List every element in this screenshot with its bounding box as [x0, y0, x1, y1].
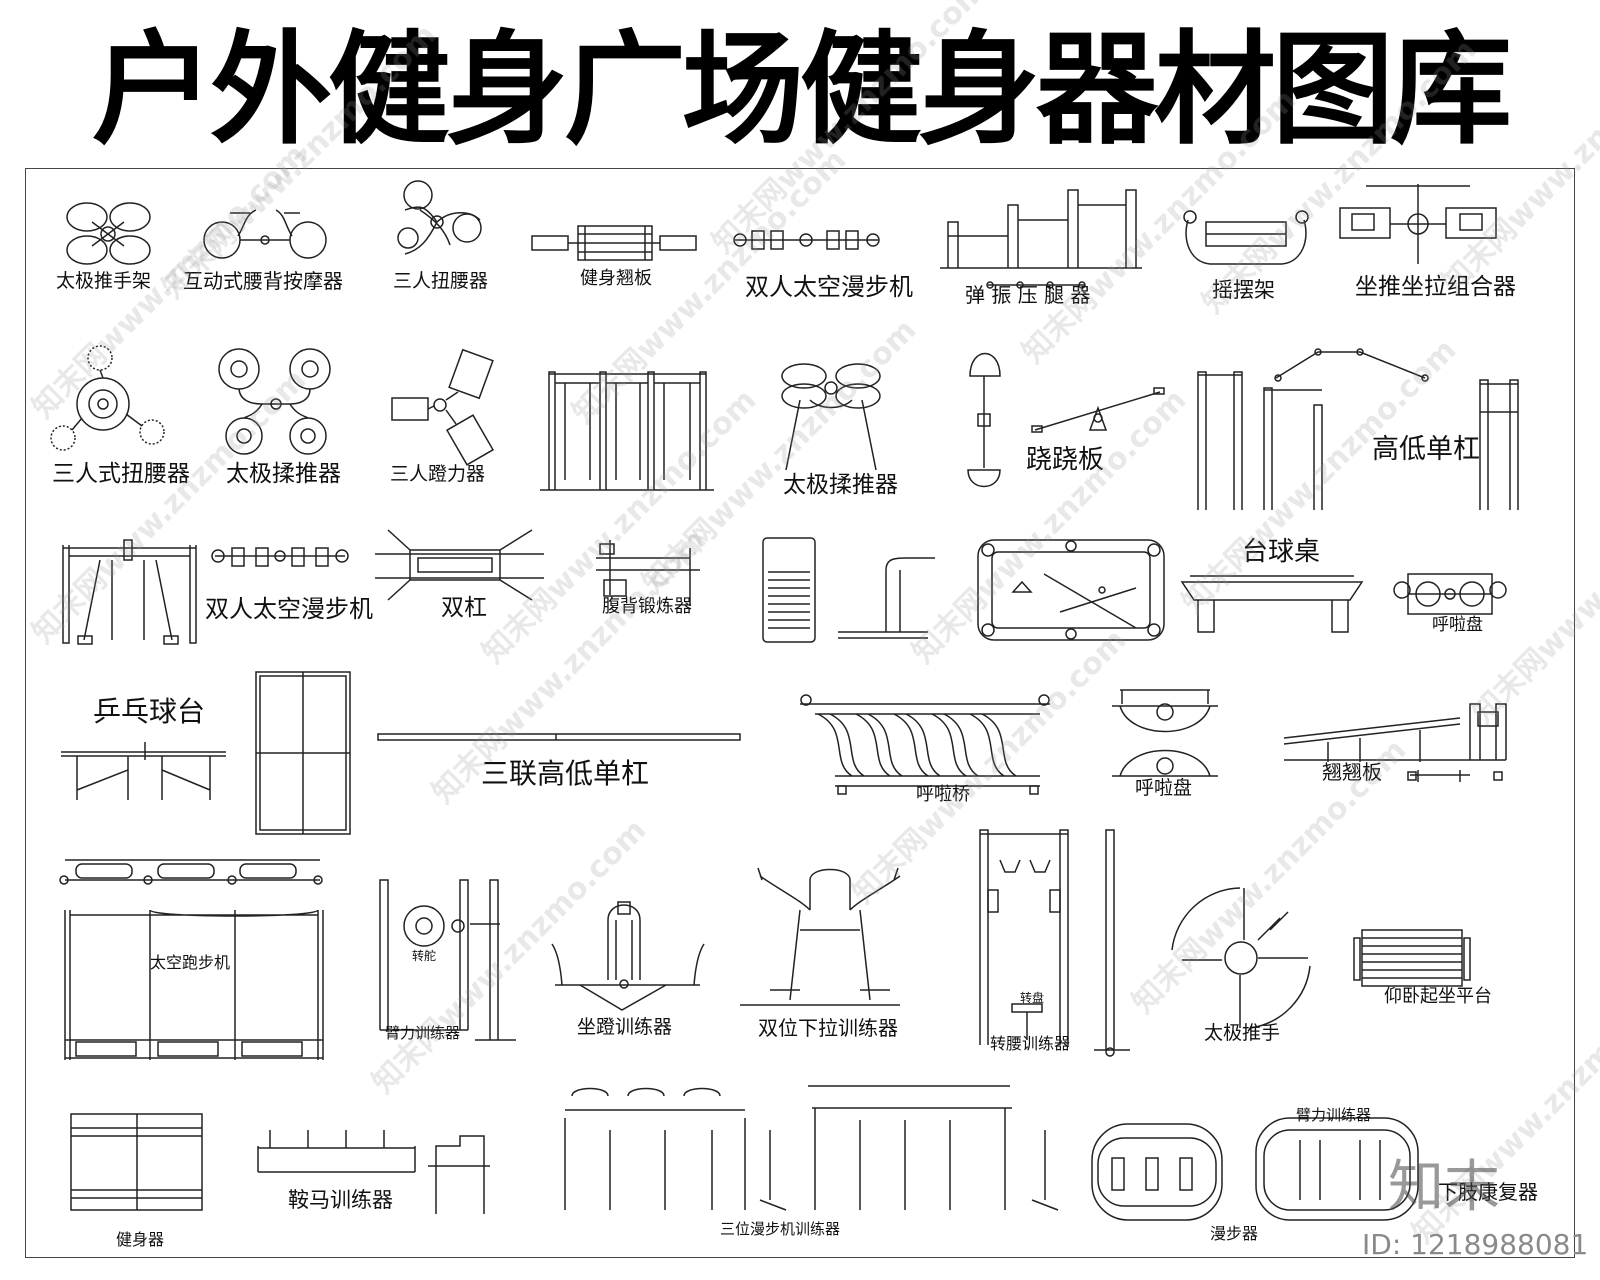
- taiji-rub-pusher-drawing-1: [218, 348, 331, 455]
- billiard-table-perspective-drawing: [1180, 575, 1364, 633]
- double-pulldown-trainer-drawing: [740, 867, 901, 1006]
- label-taiji-tuishou-jia: 太极推手架: [56, 270, 152, 292]
- triple-high-low-bar-plan-drawing: [377, 733, 741, 741]
- seated-press-trainer-drawing: [551, 901, 705, 1011]
- label-hulapan-2: 呼啦盘: [1135, 777, 1193, 799]
- ping-pong-table-side-drawing: [61, 742, 226, 800]
- billiard-table-plan-drawing: [977, 539, 1165, 641]
- label-bili-1: 臂力训练器: [385, 1024, 461, 1042]
- label-hulaqiao: 呼啦桥: [916, 784, 970, 805]
- seesaw-drawing-1: [1031, 387, 1165, 433]
- label-zuodeng: 坐蹬训练器: [577, 1016, 673, 1038]
- label-xiazhi-kangfu: 下肢康复器: [1438, 1180, 1538, 1204]
- drawing-frame: [25, 168, 1575, 1258]
- fitness-bench-drawing: [70, 1113, 203, 1211]
- label-hudong-yaobei: 互动式腰背按摩器: [183, 269, 343, 293]
- label-sanlian-gaodi: 三联高低单杠: [481, 757, 650, 790]
- label-taikong-paobu: 太空跑步机: [150, 953, 231, 972]
- label-sanren-niuyao-1: 三人扭腰器: [393, 270, 489, 292]
- hula-disc-drawing-2: [1112, 689, 1218, 777]
- label-taiqiuzhuo: 台球桌: [1242, 537, 1321, 567]
- swing-frame-drawing: [1183, 210, 1309, 265]
- arm-trainer-drawing-1: [379, 879, 516, 1041]
- parallel-bars-drawing: [375, 529, 544, 601]
- label-bili-2: 臂力训练器: [1296, 1106, 1372, 1124]
- interactive-back-massager-drawing: [203, 209, 327, 259]
- stretch-leg-press-drawing: [940, 189, 1142, 289]
- label-qiaoqiaoban-2: 翘翘板: [1322, 760, 1382, 784]
- page-title: 户外健身广场健身器材图库: [92, 17, 1512, 161]
- label-jianshenqi: 健身器: [116, 1230, 165, 1249]
- image-id: ID: 1218988081: [1362, 1228, 1589, 1261]
- label-yaobai-jia: 摇摆架: [1212, 278, 1275, 302]
- label-qiaoqiaoban-1: 跷跷板: [1026, 445, 1105, 475]
- high-low-bar-drawing: [1197, 348, 1519, 510]
- three-person-waist-twister-drawing: [397, 180, 482, 255]
- label-sanren-dengli: 三人蹬力器: [390, 463, 486, 485]
- label-zhuanpan: 转盘: [1020, 991, 1045, 1005]
- label-zhuanyao: 转腰训练器: [990, 1034, 1071, 1053]
- label-taiji-routui-2: 太极揉推器: [783, 472, 898, 498]
- double-space-walker-drawing-2: [211, 547, 349, 567]
- label-taiji-tuishou: 太极推手: [1204, 1022, 1281, 1044]
- space-treadmill-drawing: [59, 859, 324, 1060]
- label-yangwo-qizuo: 仰卧起坐平台: [1384, 986, 1492, 1007]
- double-space-walker-drawing-1: [733, 230, 880, 250]
- bench-and-stand-drawing: [762, 537, 935, 643]
- seesaw-board-drawing: [531, 225, 697, 261]
- label-shuanggang: 双杠: [441, 595, 487, 621]
- ping-pong-table-plan-drawing: [255, 671, 351, 835]
- label-manbuqi: 漫步器: [1210, 1224, 1259, 1243]
- taiji-rub-pusher-drawing-2: [781, 363, 881, 471]
- label-taiji-routui-1: 太极揉推器: [226, 461, 341, 487]
- abdominal-back-trainer-drawing: [596, 540, 700, 606]
- label-gaodi-dangang: 高低单杠: [1372, 434, 1480, 465]
- triple-walker-trainer-drawing: [564, 1085, 1059, 1211]
- label-pingpang: 乒乓球台: [93, 695, 206, 728]
- three-unit-horizontal-bar-drawing-a: [540, 371, 714, 491]
- double-walker-frame-drawing: [62, 539, 197, 645]
- pommel-horse-drawing: [257, 1130, 490, 1214]
- taiji-pusher-rack-drawing: [66, 202, 151, 265]
- label-fubei-duanlian: 腹背锻炼器: [602, 596, 692, 617]
- walker-and-lower-limb-drawing: [1091, 1117, 1419, 1221]
- label-shuangren-manbu-1: 双人太空漫步机: [745, 273, 913, 301]
- label-zhuanduo: 转舵: [412, 949, 437, 963]
- label-hulapan-1: 呼啦盘: [1432, 615, 1483, 635]
- sit-up-platform-drawing: [1353, 929, 1471, 987]
- taiji-push-hand-drawing: [1171, 887, 1311, 1029]
- sit-push-pull-combo-drawing: [1339, 184, 1497, 264]
- vertical-stretcher-drawing: [967, 352, 1001, 488]
- hula-bridge-drawing: [800, 694, 1050, 795]
- label-zuotui-zula: 坐推坐拉组合器: [1355, 274, 1516, 300]
- seesaw-drawing-2: [1283, 703, 1507, 782]
- waist-twist-trainer-drawing: [979, 829, 1130, 1057]
- label-jianshen-qiaoban: 健身翘板: [580, 268, 652, 289]
- label-tanzhen-yatui: 弹 振 压 腿 器: [965, 283, 1091, 307]
- label-shuangren-manbu-2: 双人太空漫步机: [205, 595, 373, 623]
- label-sanwei-manbu: 三位漫步机训练器: [720, 1220, 841, 1238]
- three-person-twister-drawing: [50, 345, 165, 451]
- hula-disc-drawing-1: [1393, 573, 1507, 615]
- label-anma: 鞍马训练器: [288, 1188, 393, 1212]
- three-person-leg-press-drawing: [391, 348, 495, 466]
- brand-logo: 知末: [1388, 1155, 1500, 1220]
- label-shuangwei-xiala: 双位下拉训练器: [758, 1016, 898, 1040]
- label-sanrenshi-niuyao: 三人式扭腰器: [52, 461, 190, 487]
